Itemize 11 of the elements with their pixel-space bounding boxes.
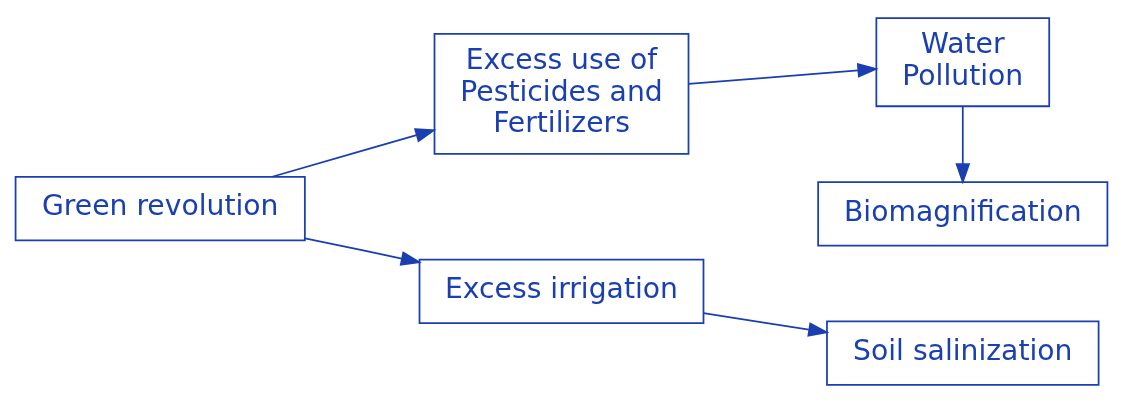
arrow (304, 237, 422, 266)
node-box: Excess irrigation (418, 258, 705, 324)
arrow (702, 311, 830, 337)
node-box: Green revolution (14, 175, 306, 241)
node-box: Excess use of Pesticides and Fertilizers (433, 32, 690, 155)
node-box: Soil salinization (826, 320, 1100, 386)
arrow (271, 127, 437, 178)
arrow (687, 62, 879, 85)
arrow (955, 105, 971, 184)
node-box: Water Pollution (875, 16, 1051, 107)
node-box: Biomagnification (817, 180, 1109, 246)
